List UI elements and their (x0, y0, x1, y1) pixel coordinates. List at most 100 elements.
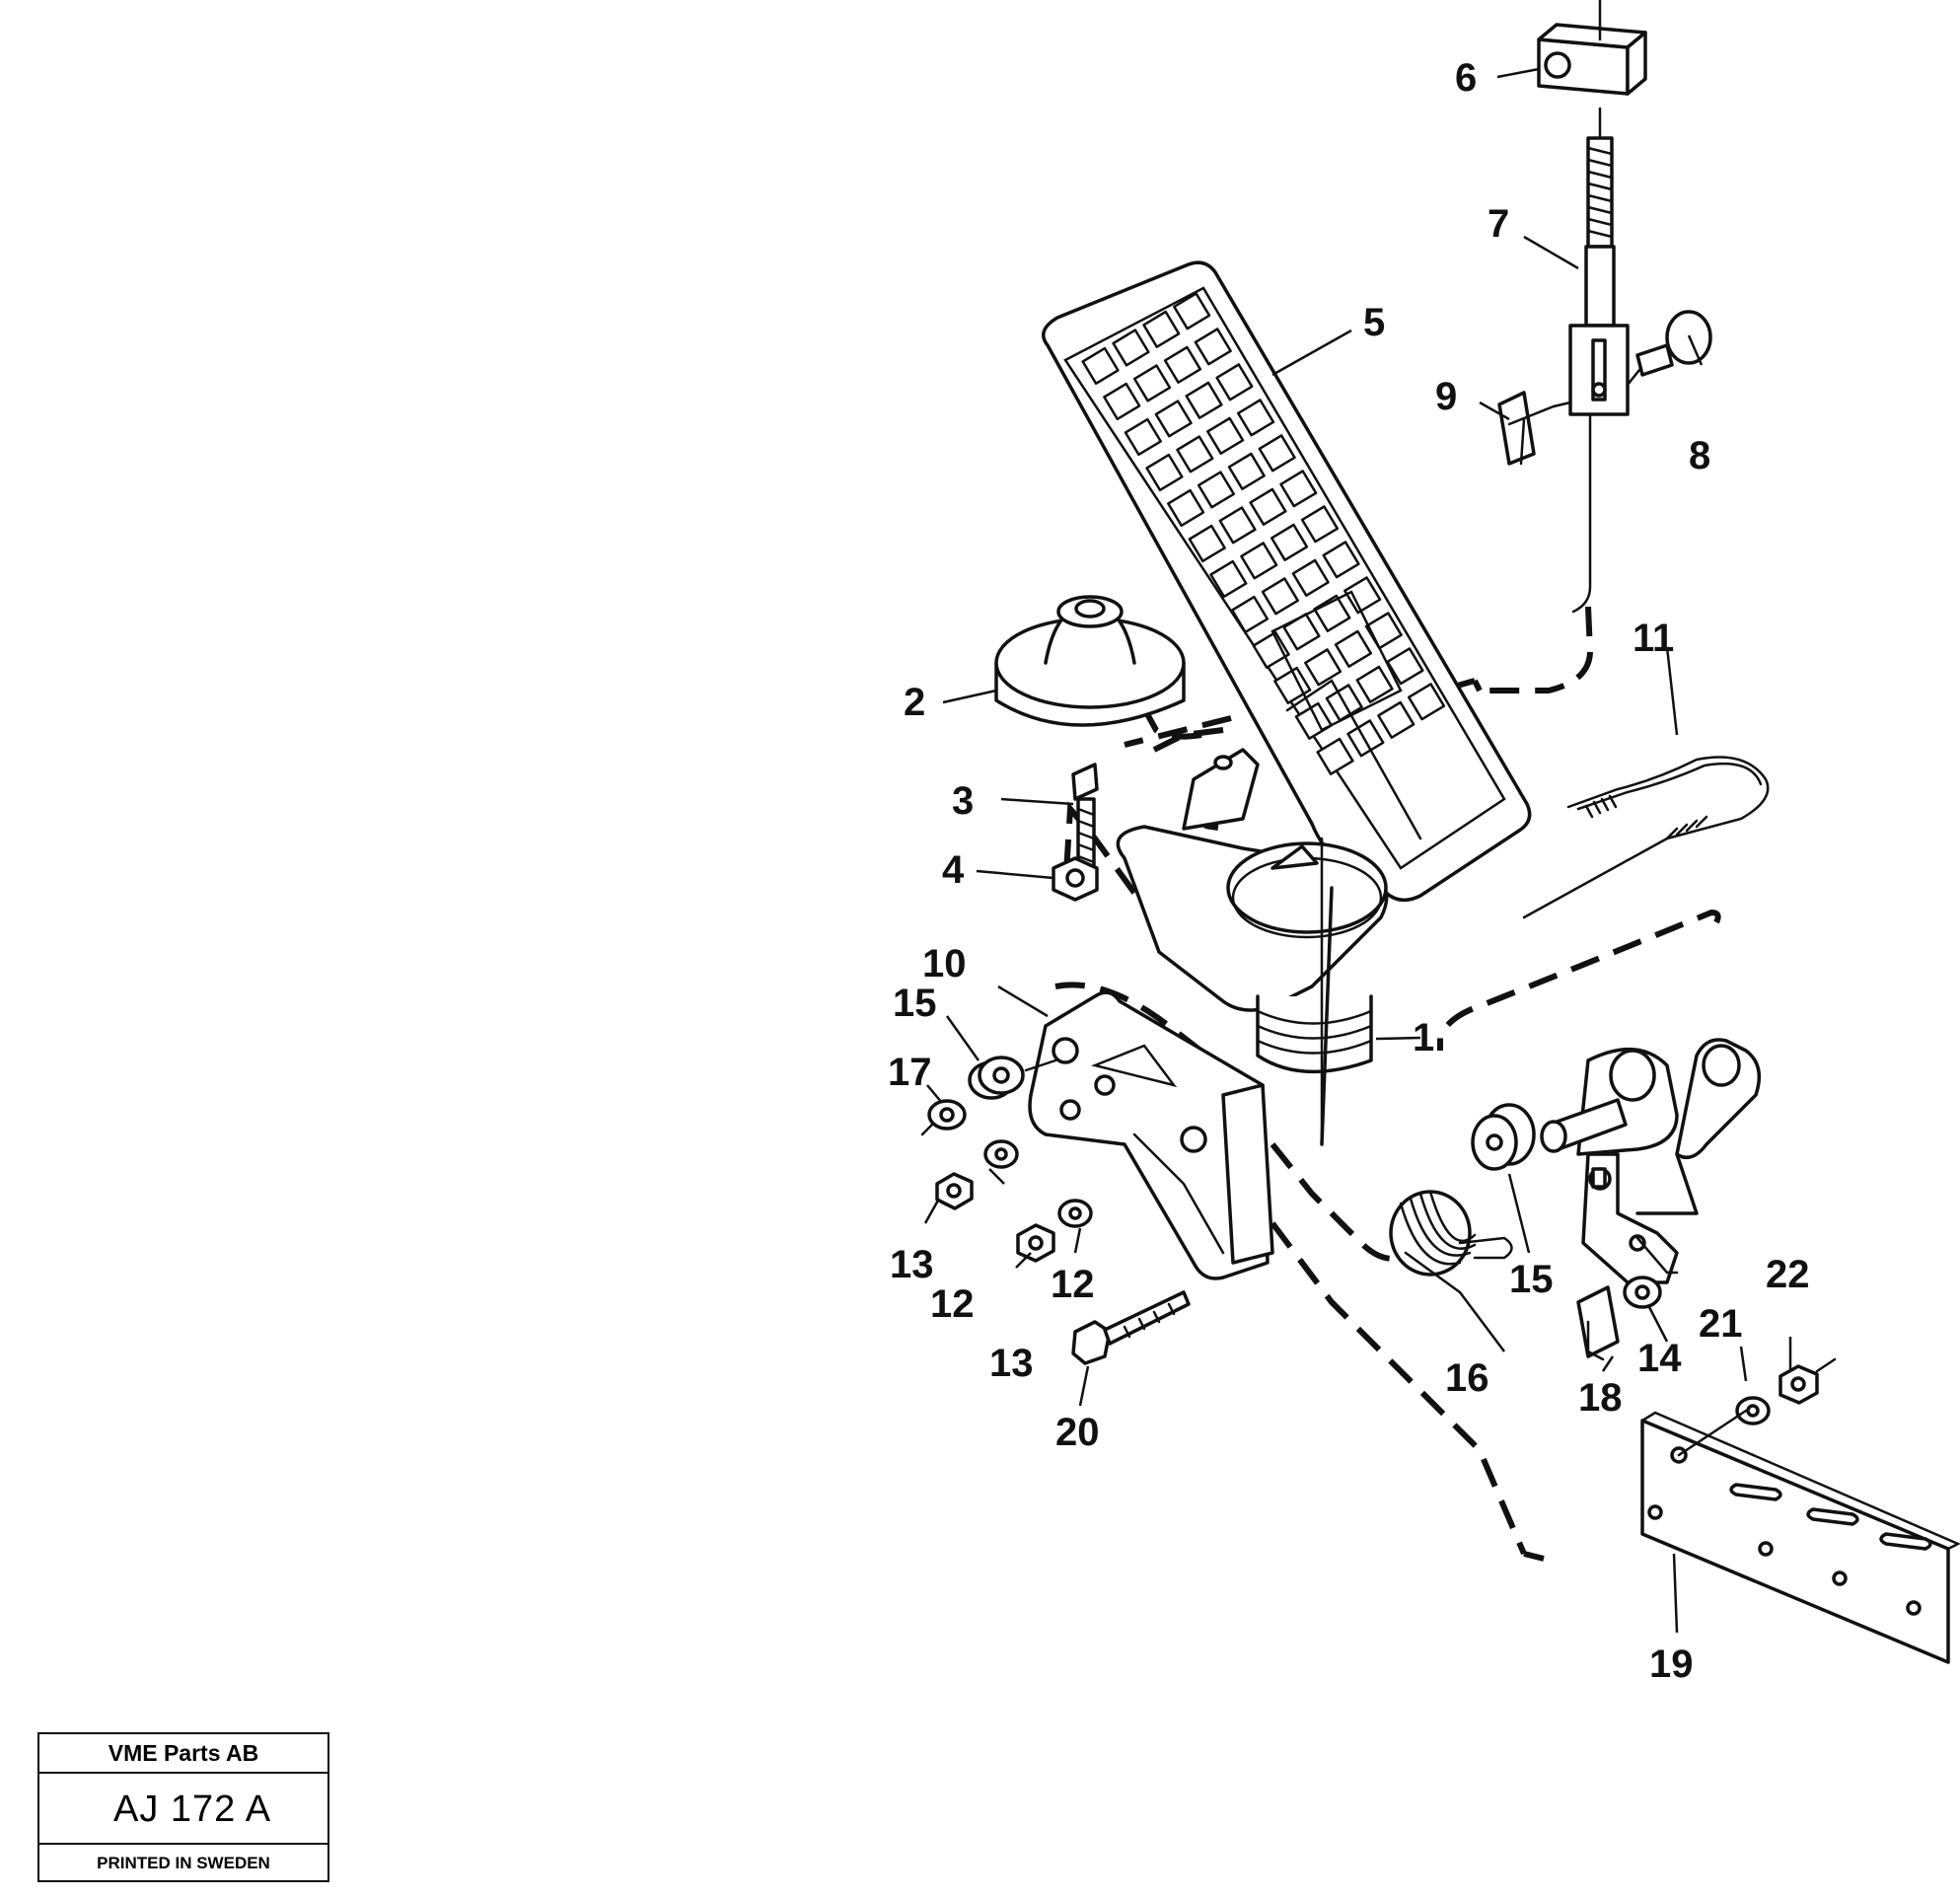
callout-3: 3 (952, 779, 974, 823)
pedal-grip-pad (1261, 577, 1299, 616)
pedal-housing-part-1 (1116, 748, 1389, 1146)
callout-13-a: 13 (890, 1243, 934, 1286)
nut-part-4 (1052, 856, 1099, 902)
callout-labels: 6 7 5 9 8 11 2 3 4 10 15 1 17 13 12 12 1… (888, 56, 1810, 1686)
threaded-rod-part-7 (1568, 107, 1630, 416)
pedal-grip-pad (1249, 487, 1287, 526)
pedal-grip-pad (1145, 453, 1184, 492)
leader-lines (923, 67, 1792, 1634)
bushing-part-15-left (968, 1056, 1057, 1100)
linkage-cable (1571, 412, 1592, 614)
pedal-grip-pad (1218, 506, 1257, 545)
bushing-part-15-right (1471, 1103, 1536, 1171)
pedal-grip-pad (1194, 328, 1232, 366)
nut-part-13-a (935, 1172, 974, 1210)
washer-part-12-a (983, 1139, 1019, 1169)
callout-2: 2 (904, 681, 925, 724)
pedal-grip-pad (1206, 416, 1245, 455)
pedal-grip-pad (1230, 595, 1270, 634)
callout-7: 7 (1488, 202, 1509, 246)
printed-note: PRINTED IN SWEDEN (97, 1854, 270, 1872)
pedal-grip-pad (1236, 399, 1275, 437)
pedal-grip-pad (1163, 345, 1202, 384)
washer-part-12-b (1057, 1199, 1093, 1228)
pedal-grip-pad (1124, 417, 1162, 457)
pedal-grip-pad (1386, 647, 1424, 686)
callout-15-right: 15 (1509, 1258, 1554, 1301)
clamp-block-part-6 (1537, 0, 1647, 96)
callout-15-left: 15 (893, 982, 937, 1025)
bolt-part-20 (1071, 1290, 1191, 1365)
pedal-grip-pad (1322, 541, 1360, 579)
spring-part-16 (1389, 1190, 1513, 1294)
mounting-plate-part-19 (1640, 1409, 1960, 1664)
washer-part-21 (1735, 1396, 1771, 1425)
title-block: VME Parts AB AJ 172 A PRINTED IN SWEDEN (37, 1732, 329, 1882)
callout-6: 6 (1455, 56, 1477, 100)
pedal-grip-pad (1355, 665, 1394, 703)
callout-5: 5 (1363, 301, 1385, 344)
washer-part-14 (1623, 1236, 1679, 1309)
pedal-grip-pad (1176, 435, 1214, 474)
pedal-grip-pad (1173, 292, 1211, 330)
pedal-grip-pad (1112, 328, 1150, 367)
pedal-grip-pad (1304, 648, 1343, 687)
pedal-grip-pad (1132, 364, 1172, 402)
pedal-grip-pad (1377, 700, 1416, 739)
pedal-grip-pad (1197, 471, 1236, 509)
pedal-grip-pad (1154, 400, 1193, 438)
callout-13-b: 13 (989, 1342, 1034, 1385)
pedal-grip-pad (1300, 505, 1340, 544)
pedal-grip-pad (1188, 524, 1226, 563)
spring-clip-part-9 (1497, 391, 1572, 466)
pedal-grip-pad (1103, 382, 1141, 421)
callout-9: 9 (1435, 375, 1457, 418)
company-name: VME Parts AB (39, 1734, 327, 1774)
callout-12-a: 12 (930, 1282, 975, 1326)
callout-20: 20 (1055, 1411, 1100, 1454)
callout-10: 10 (922, 942, 967, 986)
pedal-grip-pad (1227, 452, 1266, 490)
pedal-grip-pad (1343, 576, 1382, 615)
callout-8: 8 (1689, 434, 1710, 477)
callout-17: 17 (888, 1051, 932, 1094)
callout-11: 11 (1633, 617, 1674, 660)
pedal-grip-pad (1185, 381, 1223, 419)
callout-19: 19 (1649, 1642, 1694, 1686)
pedal-grip-pad (1291, 558, 1330, 597)
pedal-grip-pad (1279, 470, 1318, 508)
clip-part-18 (1576, 1285, 1620, 1361)
callout-22: 22 (1766, 1253, 1810, 1296)
pedal-grip-pad (1252, 630, 1290, 669)
cable-part-11 (1522, 756, 1770, 919)
pedal-grip-pad (1270, 523, 1309, 561)
lever-arm (1540, 1038, 1762, 1284)
pedal-part-5 (1042, 260, 1532, 903)
pedal-grip-pad (1167, 488, 1205, 528)
callout-18: 18 (1578, 1376, 1623, 1420)
callout-16: 16 (1445, 1356, 1489, 1400)
drawing-code: AJ 172 A (39, 1774, 327, 1845)
pedal-grip-pad (1209, 559, 1248, 599)
pedal-grip-pad (1273, 666, 1312, 704)
bracket-part-10 (1028, 990, 1274, 1280)
rubber-stop-part-2 (994, 595, 1186, 727)
callout-4: 4 (942, 848, 965, 892)
callout-1: 1 (1413, 1016, 1434, 1059)
callout-14: 14 (1637, 1337, 1682, 1380)
callout-21: 21 (1699, 1302, 1743, 1346)
pedal-grip-pad (1240, 542, 1278, 580)
pedal-grip-pad (1316, 737, 1354, 775)
pedal-grip-pad (1142, 310, 1181, 348)
callout-12-b: 12 (1051, 1263, 1095, 1306)
washer-part-17 (920, 1099, 967, 1136)
pedal-grip-pad (1407, 683, 1446, 721)
pedal-grip-pad (1346, 719, 1385, 758)
nut-part-13-b (1016, 1223, 1055, 1263)
pedal-grip-pad (1334, 629, 1373, 668)
nut-part-22 (1779, 1357, 1837, 1405)
pedal-grip-pad (1081, 346, 1120, 386)
clevis-pin-part-8 (1626, 310, 1712, 387)
pedal-grip-pad (1215, 363, 1254, 402)
